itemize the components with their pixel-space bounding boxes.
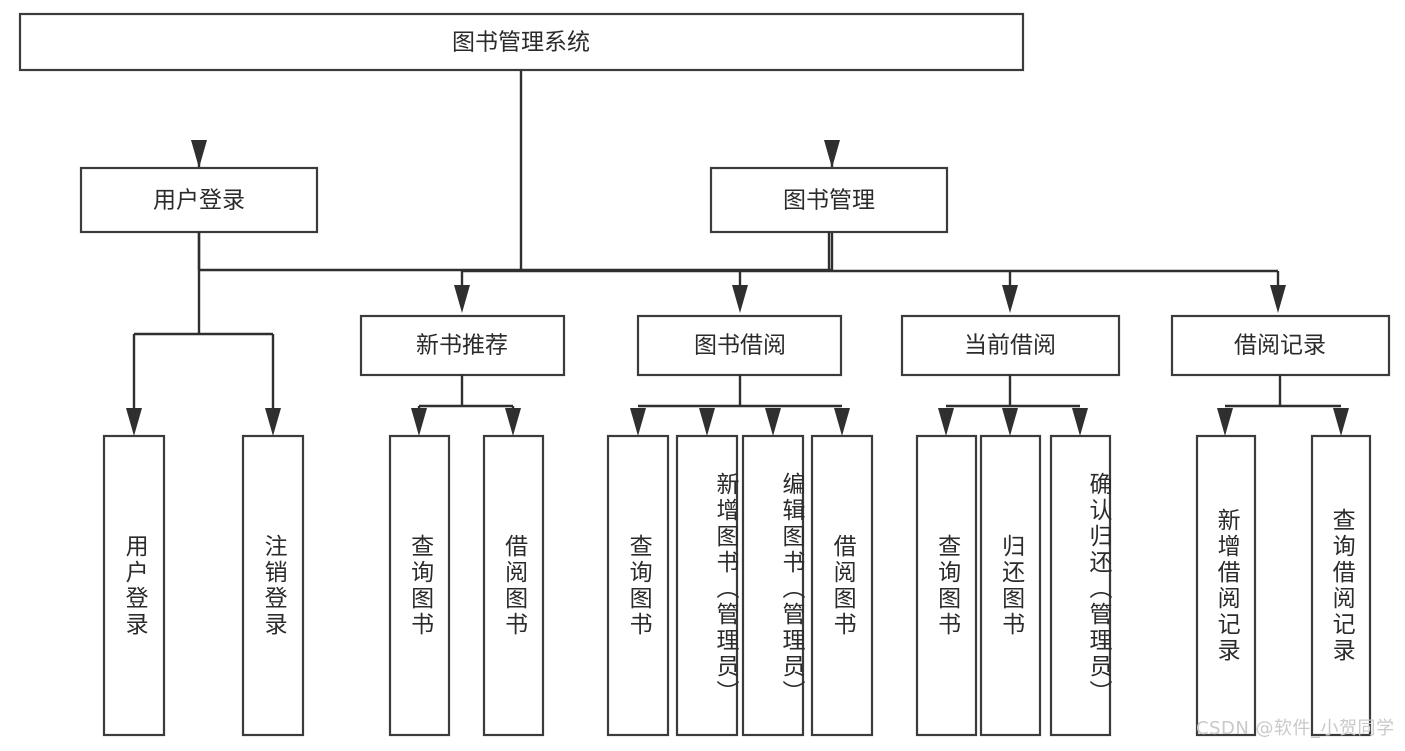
- node-book-management-box[interactable]: [709, 166, 949, 234]
- node-book-management-label: 图书管理: [783, 188, 875, 214]
- arrow-head-leaf-borrow-book-2: [834, 408, 850, 436]
- leaf-boxes: [102, 434, 1372, 737]
- arrow-head-bookmgmt: [824, 140, 840, 168]
- watermark-text: CSDN @软件_小贺同学: [1196, 718, 1395, 739]
- leaf-box-query-book-1[interactable]: [388, 434, 451, 737]
- arrow-head-leaf-query-record: [1333, 408, 1349, 436]
- connector-group-user-login: [126, 232, 281, 436]
- node-new-book-recommend-label: 新书推荐: [416, 333, 508, 359]
- arrow-head-record: [1270, 285, 1286, 313]
- arrow-head-leaf-query-book-2: [630, 408, 646, 436]
- node-borrow-record-box[interactable]: [1170, 314, 1391, 377]
- arrow-head-leaf-query-book-1: [411, 408, 427, 436]
- arrow-head-current: [1002, 285, 1018, 313]
- leaf-box-query-book-2[interactable]: [606, 434, 670, 737]
- connector-group-bookmgmt: [454, 232, 1286, 313]
- arrow-head-leaf-add-book: [699, 408, 715, 436]
- node-book-management[interactable]: 图书管理: [709, 166, 949, 234]
- connector-group-book-borrow: [630, 375, 850, 436]
- arrow-head-recommend: [454, 285, 470, 313]
- leaf-box-user-login[interactable]: [102, 434, 166, 737]
- leaf-box-query-record[interactable]: [1310, 434, 1372, 737]
- arrow-head-borrow: [732, 285, 748, 313]
- leaf-box-logout[interactable]: [241, 434, 305, 737]
- node-borrow-record-label: 借阅记录: [1234, 333, 1326, 359]
- node-current-borrow[interactable]: 当前借阅: [900, 314, 1121, 377]
- leaf-box-borrow-book-1[interactable]: [482, 434, 545, 737]
- node-borrow-record[interactable]: 借阅记录: [1170, 314, 1391, 377]
- node-current-borrow-label: 当前借阅: [964, 333, 1056, 359]
- arrow-head-leaf-borrow-book-1: [505, 408, 521, 436]
- leaf-box-query-book-3[interactable]: [915, 434, 978, 737]
- leaf-box-edit-book[interactable]: [741, 434, 805, 737]
- leaf-box-borrow-book-2[interactable]: [810, 434, 874, 737]
- arrow-head-leaf-return-book: [1002, 408, 1018, 436]
- node-new-book-recommend-box[interactable]: [359, 314, 566, 377]
- leaf-box-return-book[interactable]: [979, 434, 1042, 737]
- leaf-box-add-record[interactable]: [1195, 434, 1257, 737]
- node-root-label: 图书管理系统: [452, 30, 590, 56]
- node-new-book-recommend[interactable]: 新书推荐: [359, 314, 566, 377]
- leaf-box-confirm-return[interactable]: [1049, 434, 1112, 737]
- arrow-head-leaf-user-login: [126, 408, 142, 436]
- node-root-box[interactable]: [18, 12, 1025, 72]
- connector-group-borrow-record: [1217, 375, 1349, 436]
- node-book-borrow[interactable]: 图书借阅: [636, 314, 843, 377]
- node-root[interactable]: 图书管理系统: [18, 12, 1025, 72]
- arrow-head-leaf-query-book-3: [938, 408, 954, 436]
- node-book-borrow-label: 图书借阅: [694, 333, 786, 359]
- node-user-login-box[interactable]: [79, 166, 319, 234]
- arrow-head-leaf-add-record: [1217, 408, 1233, 436]
- connector-group-current-borrow: [938, 375, 1088, 436]
- arrow-head-leaf-confirm-return: [1072, 408, 1088, 436]
- node-user-login[interactable]: 用户登录: [79, 166, 319, 234]
- node-user-login-label: 用户登录: [153, 188, 245, 214]
- arrow-head-leaf-logout: [265, 408, 281, 436]
- leaf-box-add-book[interactable]: [675, 434, 739, 737]
- arrow-head-leaf-edit-book: [765, 408, 781, 436]
- connector-group-new-book-recommend: [411, 375, 521, 436]
- arrow-head-login: [191, 140, 207, 168]
